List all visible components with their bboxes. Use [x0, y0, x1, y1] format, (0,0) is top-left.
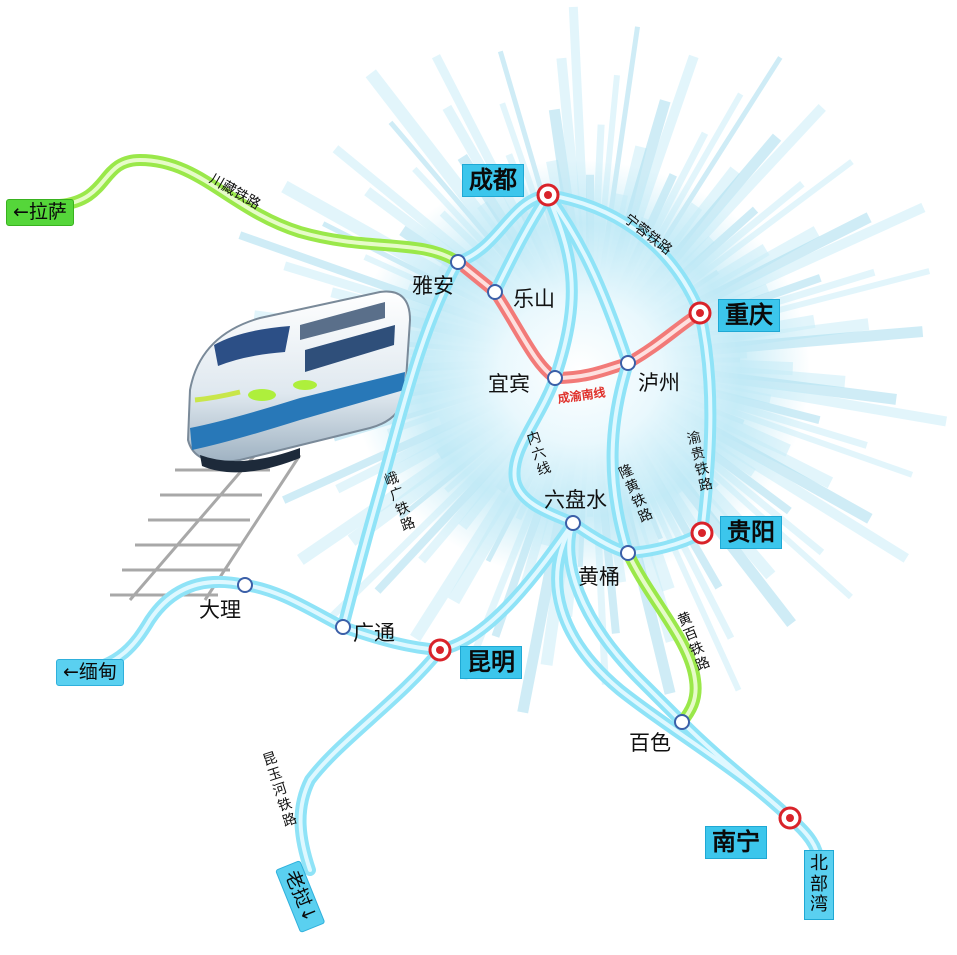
station-label-guangtong: 广通	[353, 621, 395, 645]
station-node-yibin	[547, 370, 563, 386]
station-label-baise: 百色	[629, 731, 671, 755]
city-label-kunming: 昆明	[460, 646, 522, 679]
station-label-dali: 大理	[199, 598, 241, 622]
station-node-dali	[237, 577, 253, 593]
station-label-luzhou: 泸州	[638, 371, 680, 395]
station-nodes	[237, 183, 802, 830]
railway-core-chuanzang	[58, 157, 460, 264]
railway-core-yaan-emei-guangtong	[341, 260, 460, 629]
station-label-yibin: 宜宾	[488, 372, 530, 396]
hub-node-center-nanning	[786, 814, 794, 822]
city-label-guiyang: 贵阳	[720, 516, 782, 549]
train-tracks	[110, 454, 302, 601]
railway-core-chengdu-leshan	[493, 193, 550, 294]
railway-core-neiliu	[512, 376, 575, 525]
railway-core-chengdu-yaan	[456, 193, 550, 264]
railway-core-kunming-laos	[298, 648, 442, 872]
hub-node-center-chongqing	[696, 309, 704, 317]
railway-core-dali-guangtong	[243, 583, 345, 629]
destination-lhasa: ←拉萨	[6, 199, 74, 226]
station-label-liupanshui: 六盘水	[544, 488, 607, 512]
station-label-yaan: 雅安	[412, 274, 454, 298]
station-label-leshan: 乐山	[513, 287, 555, 311]
railway-core-kunming-liupanshui	[438, 521, 575, 652]
railway-core-chengdu-yibin-mid	[546, 193, 574, 380]
station-node-baise	[674, 714, 690, 730]
city-label-nanning: 南宁	[705, 826, 767, 859]
station-node-yaan	[450, 254, 466, 270]
railway-core-baise-nanning	[680, 720, 792, 820]
destination-beibu-gulf: 北部湾	[804, 850, 834, 921]
hub-node-center-kunming	[436, 646, 444, 654]
station-node-liupanshui	[565, 515, 581, 531]
railway-line-kunming-laos	[294, 644, 446, 876]
hub-node-center-chengdu	[544, 191, 552, 199]
city-label-chongqing: 重庆	[718, 299, 780, 332]
station-node-leshan	[487, 284, 503, 300]
high-speed-train-illustration	[186, 290, 412, 473]
destination-myanmar: ←缅甸	[56, 659, 124, 686]
railway-core-chengdu-luzhou	[546, 193, 630, 365]
city-label-chengdu: 成都	[462, 164, 524, 197]
railway-core-longhuang	[610, 361, 630, 555]
railway-core-ningrong	[546, 193, 702, 315]
station-node-guangtong	[335, 619, 351, 635]
station-node-huangtong	[620, 545, 636, 561]
railway-core-yugui	[698, 311, 713, 535]
station-label-huangtong: 黄桶	[578, 565, 620, 589]
hub-node-center-guiyang	[698, 529, 706, 537]
station-node-luzhou	[620, 355, 636, 371]
railway-core-liupanshui-baise	[567, 521, 684, 724]
railway-core-huangbai	[626, 551, 698, 724]
